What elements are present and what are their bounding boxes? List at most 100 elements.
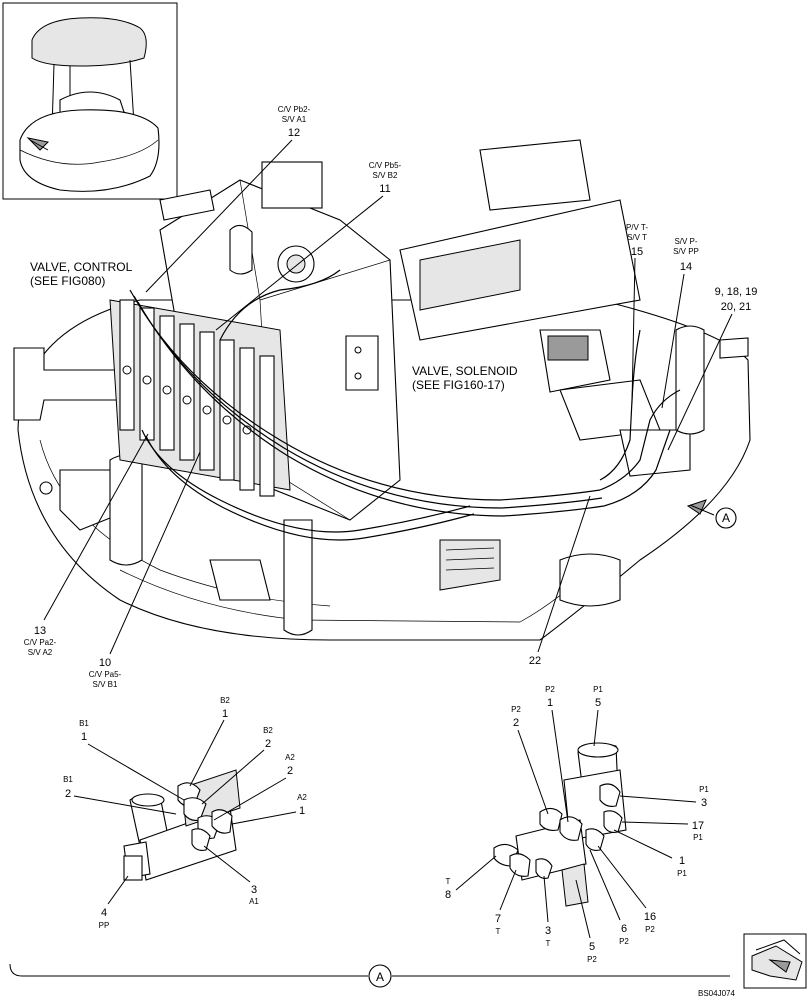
cooler-grille (439, 539, 501, 591)
callout-12-code2: S/V A1 (282, 115, 307, 124)
note-solenoid-valve-ref: (SEE FIG160-17) (412, 378, 505, 392)
left-fitting-a1 (191, 828, 211, 851)
callout-12-number: 12 (288, 127, 300, 139)
left-solenoid-cap (131, 793, 165, 807)
right-fitting-p2-16 (585, 828, 605, 851)
left-connector-pp (123, 855, 143, 881)
view-marker-a-top-label: A (722, 511, 730, 525)
note-solenoid-valve: VALVE, SOLENOID (412, 364, 518, 378)
figure-code: BS04J074 (698, 989, 735, 998)
notes: VALVE, CONTROL (SEE FIG080) VALVE, SOLEN… (30, 260, 518, 392)
callout-15-code2: S/V T (627, 233, 647, 242)
right-callout-7-t: 7 (495, 913, 501, 925)
callout-9-number: 9, 18, 19 (715, 286, 758, 298)
callout-10-code2: S/V B1 (93, 680, 118, 689)
callout-12-code: C/V Pb2- (278, 105, 311, 114)
left-callout-2-a2: 2 (287, 765, 293, 777)
callout-13-code: C/V Pa2- (24, 638, 57, 647)
callout-22-number: 22 (529, 655, 541, 667)
note-control-valve-ref: (SEE FIG080) (30, 274, 105, 288)
right-port-p1-d: P1 (677, 869, 687, 878)
callout-14-code2: S/V PP (673, 247, 699, 256)
right-fitting-p2-1 (559, 816, 583, 841)
left-port-a1: A1 (249, 897, 259, 906)
left-detail-view: B1 1 B1 2 B2 1 B2 2 A2 2 A2 1 3 A1 4 PP (63, 696, 307, 930)
filler-neck (229, 224, 253, 275)
sight-gauge (345, 335, 379, 391)
callout-14-leader (661, 273, 685, 409)
left-port-b2-2: B2 (263, 726, 273, 735)
callout-11-code2: S/V B2 (373, 171, 398, 180)
right-fitting-p1-3 (599, 783, 621, 807)
left-post (109, 454, 143, 566)
callout-15-number: 15 (631, 246, 643, 258)
right-port-t-a: T (546, 939, 551, 948)
right-callout-2-p2: 2 (513, 717, 519, 729)
footer: A BS04J074 (9, 933, 807, 998)
left-port-b1-2: B1 (63, 775, 73, 784)
view-marker-a-bottom (368, 964, 392, 988)
view-marker-a-bottom-label: A (376, 970, 384, 984)
right-port-p1-a: P1 (593, 685, 603, 694)
right-port-p2-c: P2 (645, 925, 655, 934)
view-arrow-icon (686, 499, 707, 515)
right-callout-5-p1: 5 (595, 697, 601, 709)
callout-11-number: 11 (379, 183, 390, 195)
right-callout-1-p1: 1 (679, 855, 685, 867)
left-fitting-a2-1 (211, 809, 233, 834)
left-callout-1-a2: 1 (299, 805, 305, 817)
orientation-box (743, 933, 807, 989)
callout-14-number: 14 (680, 261, 692, 273)
right-fitting-p2-2 (539, 807, 563, 831)
callout-13-leader (43, 433, 149, 621)
center-post (283, 519, 313, 636)
right-callout-5-p2: 5 (589, 941, 595, 953)
swivel-joint (559, 553, 621, 607)
callout-10-leader (109, 451, 201, 655)
callout-10-number: 10 (99, 657, 111, 669)
main-assembly: A (13, 139, 751, 641)
left-callout-3-a1: 3 (251, 884, 257, 896)
right-callout-17-p1: 17 (692, 820, 704, 832)
solenoid-connector (547, 335, 589, 361)
right-port-p1-b: P1 (699, 785, 709, 794)
left-callout-4-pp: 4 (101, 907, 107, 919)
right-port-t-c: T (446, 877, 451, 886)
left-callout-1-b2: 1 (222, 708, 228, 720)
solenoid-valve-block (539, 325, 749, 607)
callout-13-number: 13 (34, 625, 46, 637)
inset-cab-roof (31, 17, 147, 67)
view-line-left (9, 963, 368, 977)
filter-housing (261, 161, 323, 209)
left-port-pp: PP (99, 921, 110, 930)
right-callout-8-t: 8 (445, 889, 451, 901)
left-callout-2-b1: 2 (65, 788, 71, 800)
callout-15-code: P/V T- (626, 223, 648, 232)
callout-12-leader (145, 139, 293, 293)
note-control-valve: VALVE, CONTROL (30, 260, 133, 274)
left-port-a2-2: A2 (285, 753, 295, 762)
right-port-p2-d: P2 (619, 937, 629, 946)
rear-bracket (479, 139, 591, 211)
right-fitting-t-3 (535, 858, 553, 879)
right-port-t-b: T (496, 927, 501, 936)
right-port-p1-c: P1 (693, 833, 703, 842)
callout-13-code2: S/V A2 (28, 648, 53, 657)
callout-14-code: S/V P- (674, 237, 697, 246)
machine-inset (2, 2, 178, 200)
callout-11-leader (215, 195, 384, 331)
callout-20-number: 20, 21 (721, 301, 752, 313)
view-marker-a-top (715, 507, 737, 529)
right-callout-3-p1: 3 (701, 797, 707, 809)
callouts-main: C/V Pb2- S/V A1 12 C/V Pb5- S/V B2 11 P/… (24, 105, 758, 689)
control-valve-stack (109, 299, 291, 497)
inset-frame (2, 2, 178, 200)
callout-22-leader (537, 495, 591, 653)
right-callout-16-p2: 16 (644, 911, 656, 923)
hose-bundle (129, 269, 681, 541)
right-port-p2-a: P2 (511, 705, 521, 714)
left-callout-2-b2: 2 (265, 738, 271, 750)
right-post (675, 325, 705, 435)
left-callout-1-b1: 1 (81, 731, 87, 743)
